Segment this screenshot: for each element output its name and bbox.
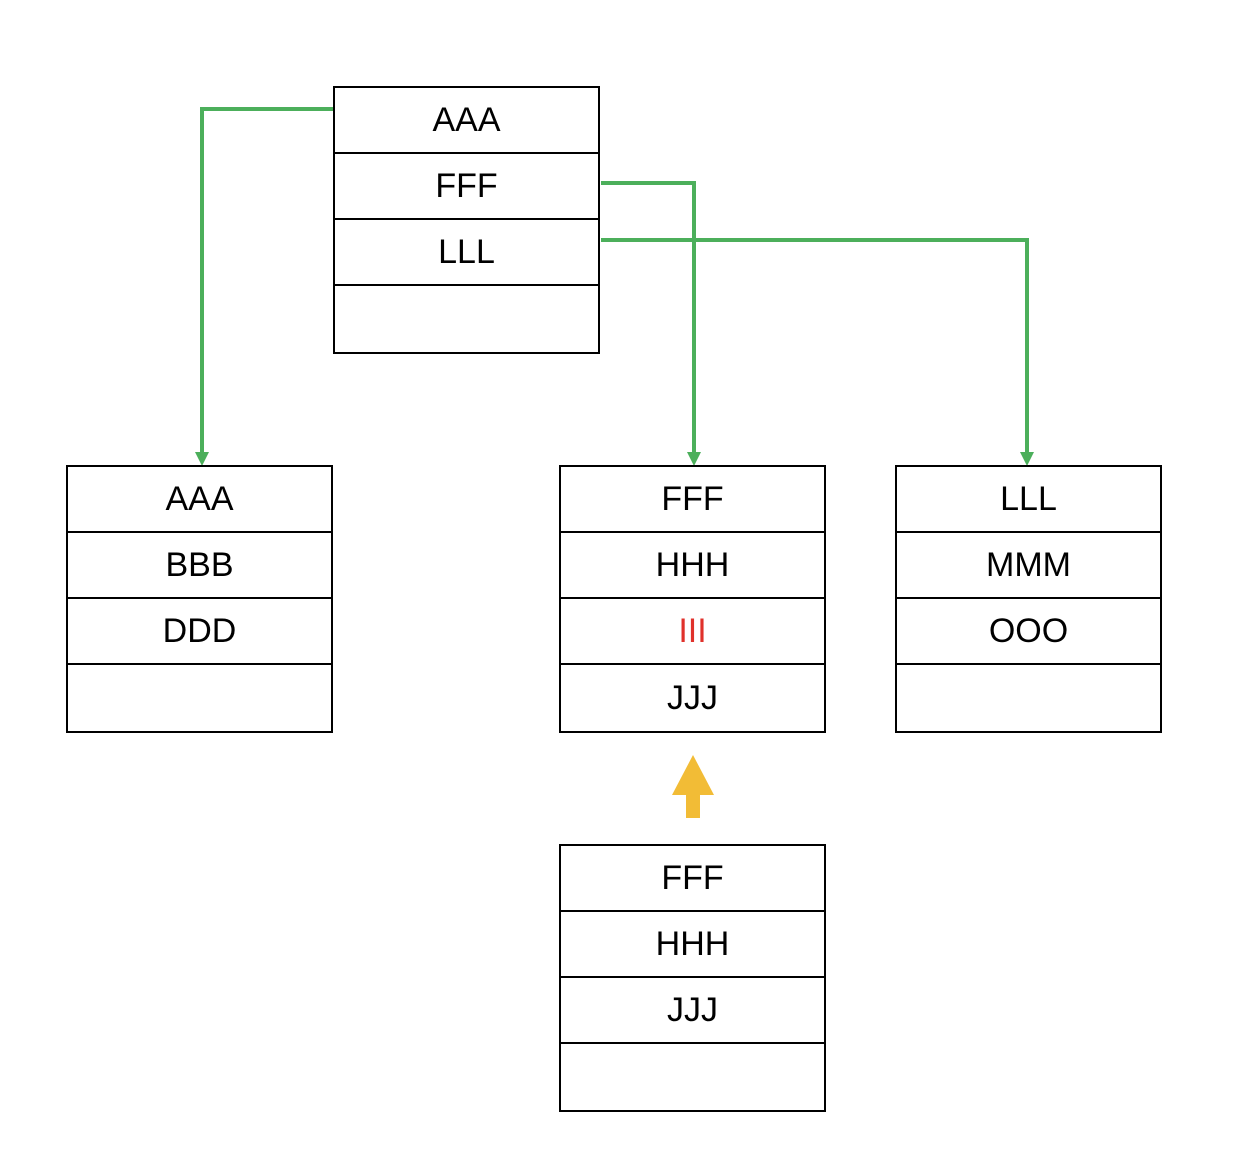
- middle-key-jjj: JJJ: [667, 678, 718, 717]
- left-key-empty: [68, 665, 331, 731]
- root-key-aaa: AAA: [335, 88, 598, 154]
- right-key-mmm: MMM: [897, 533, 1160, 599]
- edge-root-to-left: [195, 107, 336, 466]
- edge-root-to-middle: [601, 181, 701, 466]
- middle-node: FFF HHH III JJJ: [559, 465, 826, 733]
- root-key-fff: FFF: [335, 154, 598, 220]
- root-node: AAA FFF LLL: [333, 86, 600, 354]
- middle-key-hhh: HHH: [561, 533, 824, 599]
- right-key-empty: [897, 665, 1160, 731]
- left-key-bbb: BBB: [68, 533, 331, 599]
- middle-key-fff: FFF: [561, 467, 824, 533]
- right-key-ooo: OOO: [897, 599, 1160, 665]
- left-node: AAA BBB DDD: [66, 465, 333, 733]
- left-key-aaa: AAA: [68, 467, 331, 533]
- edge-root-to-right: [601, 238, 1034, 466]
- bottom-key-fff: FFF: [561, 846, 824, 912]
- right-key-lll: LLL: [897, 467, 1160, 533]
- middle-key-iii-highlighted: III: [561, 599, 824, 665]
- root-key-lll: LLL: [335, 220, 598, 286]
- bottom-node: FFF HHH JJJ: [559, 844, 826, 1112]
- bottom-key-jjj: JJJ: [561, 978, 824, 1044]
- bottom-key-empty: [561, 1044, 824, 1110]
- up-arrow-icon: [672, 755, 714, 818]
- root-key-empty: [335, 286, 598, 352]
- bottom-key-hhh: HHH: [561, 912, 824, 978]
- right-node: LLL MMM OOO: [895, 465, 1162, 733]
- left-key-ddd: DDD: [68, 599, 331, 665]
